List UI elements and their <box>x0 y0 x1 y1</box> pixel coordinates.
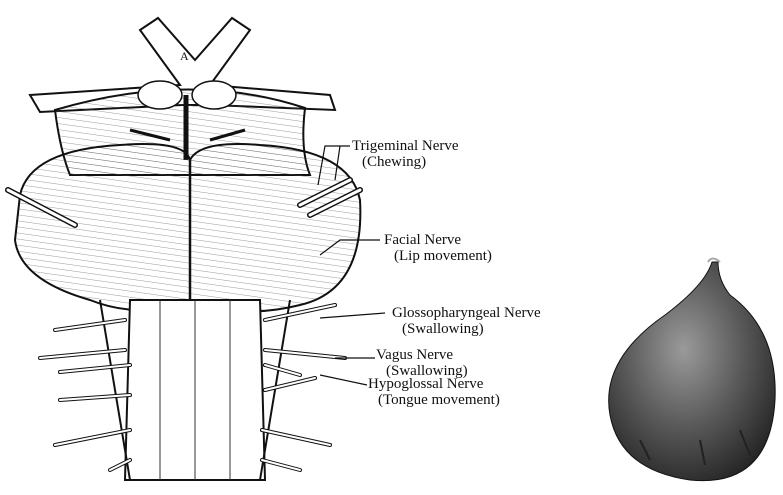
nerve-name: Trigeminal Nerve <box>352 138 459 154</box>
nerve-name: Hypoglossal Nerve <box>368 376 483 392</box>
medulla <box>100 300 290 480</box>
onion-bulb-image <box>609 259 776 481</box>
nerve-name: Glossopharyngeal Nerve <box>392 305 541 321</box>
trigeminal-nerve-label: Trigeminal Nerve (Chewing) <box>352 138 459 170</box>
hypoglossal-nerve-label: Hypoglossal Nerve (Tongue movement) <box>368 376 500 408</box>
cerebellum-lobes <box>8 144 360 311</box>
nerve-function: (Lip movement) <box>384 248 492 264</box>
facial-nerve-label: Facial Nerve (Lip movement) <box>384 232 492 264</box>
nerve-name: Vagus Nerve <box>376 347 453 363</box>
top-letter: A <box>180 49 189 63</box>
vagus-nerve-label: Vagus Nerve (Swallowing) <box>376 347 468 379</box>
nerve-name: Facial Nerve <box>384 232 461 248</box>
glossopharyngeal-nerve-label: Glossopharyngeal Nerve (Swallowing) <box>392 305 541 337</box>
nerve-function: (Tongue movement) <box>368 392 500 408</box>
nerve-function: (Chewing) <box>352 154 459 170</box>
nerve-function: (Swallowing) <box>392 321 541 337</box>
